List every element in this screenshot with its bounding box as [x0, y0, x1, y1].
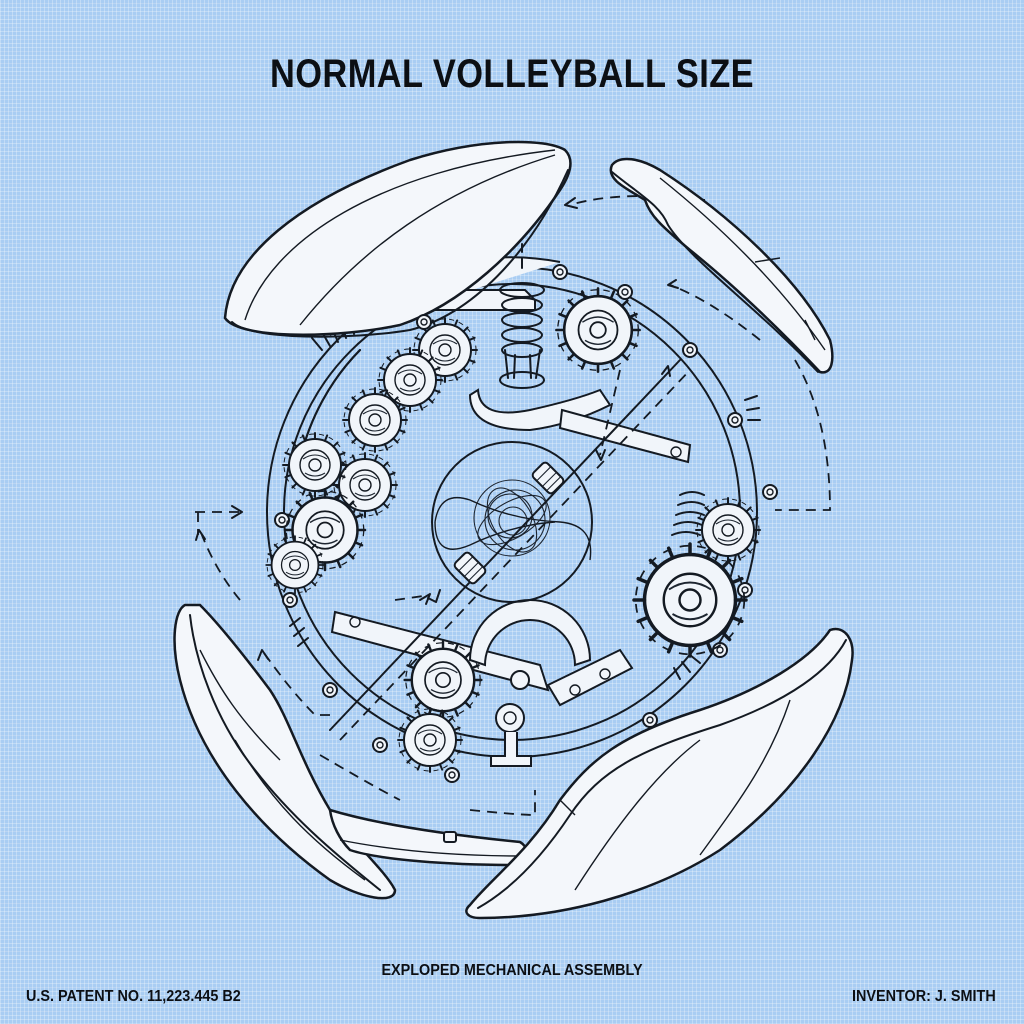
- central-core-sphere: [329, 359, 691, 741]
- shell-panel-top-right: [609, 157, 834, 374]
- assembly-direction-arrows: [195, 195, 831, 816]
- shell-panel-bottom-right: [465, 627, 854, 920]
- patent-number: U.S. PATENT NO. 11,223.445 B2: [26, 988, 241, 1005]
- gear-train-bottom: [397, 599, 592, 773]
- gear-train-left: [265, 317, 478, 595]
- gear-top-right: [555, 287, 641, 373]
- figure-caption: EXPLOPED MECHANICAL ASSEMBLY: [381, 962, 643, 979]
- linkage-arms: [330, 408, 692, 707]
- shell-panel-top-left: [223, 140, 572, 338]
- inventor-name: INVENTOR: J. SMITH: [852, 988, 996, 1005]
- page-title: NORMAL VOLLEYBALL SIZE: [269, 52, 755, 96]
- gear-train-right: [632, 491, 761, 658]
